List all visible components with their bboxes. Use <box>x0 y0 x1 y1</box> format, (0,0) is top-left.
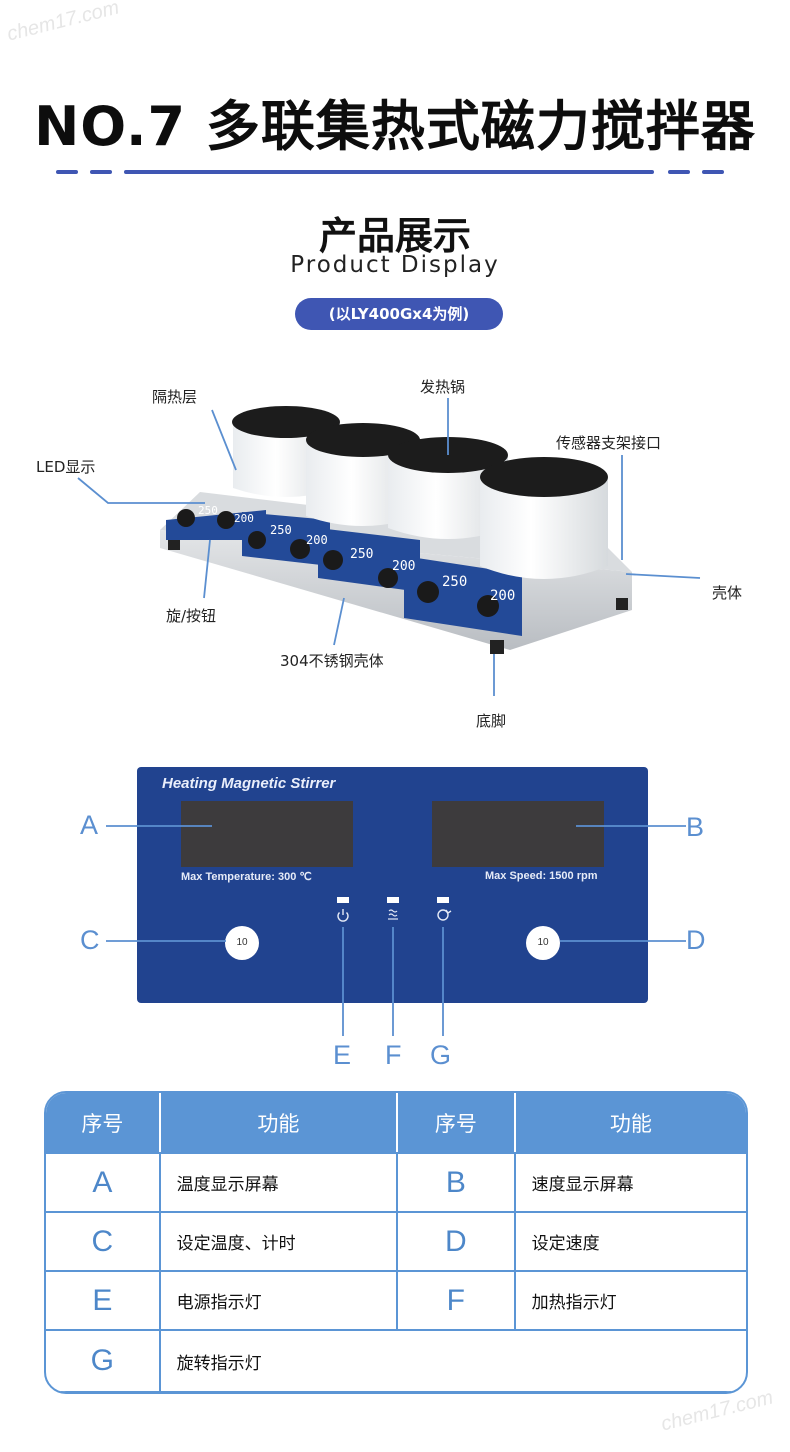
power-icon <box>337 909 349 922</box>
panel-title: Heating Magnetic Stirrer <box>162 775 336 792</box>
power-indicator-light <box>337 897 349 903</box>
product-knob <box>217 511 235 529</box>
table-key: C <box>46 1211 161 1272</box>
heat-icon <box>388 909 398 920</box>
temperature-knob-value[interactable]: 10 <box>236 937 248 948</box>
product-knob <box>417 581 439 603</box>
leader-led <box>77 477 205 504</box>
product-temp-readout: 250 <box>270 523 292 537</box>
page-title: NO.7 多联集热式磁力搅拌器 <box>34 95 756 158</box>
label-e: E <box>333 1040 352 1070</box>
label-a: A <box>80 810 99 840</box>
callout-foot: 底脚 <box>476 712 507 730</box>
pot-4 <box>480 457 608 579</box>
section-title: 产品展示 <box>318 214 471 258</box>
table-row: E 电源指示灯 F 加热指示灯 <box>46 1270 746 1331</box>
header-function: 功能 <box>513 1093 746 1154</box>
max-temperature-label: Max Temperature: 300 ℃ <box>181 871 312 883</box>
table-key: E <box>46 1270 161 1331</box>
table-key: G <box>46 1329 161 1392</box>
table-key: F <box>396 1270 516 1331</box>
title-rule-dash-left-1 <box>56 170 78 174</box>
label-d: D <box>686 925 706 955</box>
product-illustration: 250 200 250 200 250 200 250 200 <box>77 398 701 696</box>
product-speed-readout: 200 <box>392 559 415 574</box>
product-speed-readout: 200 <box>234 512 254 525</box>
max-speed-label: Max Speed: 1500 rpm <box>485 870 598 882</box>
table-header-row: 序号 功能 序号 功能 <box>46 1093 746 1154</box>
header-function: 功能 <box>158 1093 399 1154</box>
product-knob <box>323 550 343 570</box>
product-knob <box>290 539 310 559</box>
callout-insulation: 隔热层 <box>152 388 198 406</box>
leader-knob <box>203 539 211 599</box>
speed-knob <box>526 926 560 960</box>
callout-steel-housing: 304不锈钢壳体 <box>280 652 384 670</box>
label-f: F <box>385 1040 402 1070</box>
table-key: A <box>46 1152 161 1213</box>
table-function: 速度显示屏幕 <box>513 1152 746 1213</box>
table-function: 加热指示灯 <box>513 1270 746 1331</box>
callout-sensor-port: 传感器支架接口 <box>556 434 662 452</box>
table-function: 旋转指示灯 <box>158 1329 746 1392</box>
speed-display <box>432 801 604 867</box>
label-b: B <box>686 812 705 842</box>
function-table: 序号 功能 序号 功能 A 温度显示屏幕 B 速度显示屏幕 C 设定温度、计时 … <box>44 1091 748 1394</box>
title-rule-dash-right-1 <box>668 170 690 174</box>
product-knob <box>378 568 398 588</box>
product-speed-readout: 200 <box>490 588 515 604</box>
rotation-icon <box>437 909 452 921</box>
product-temp-readout: 250 <box>442 574 467 590</box>
table-function: 温度显示屏幕 <box>158 1152 399 1213</box>
table-row: C 设定温度、计时 D 设定速度 <box>46 1211 746 1272</box>
leader-housing <box>625 573 701 579</box>
leader-steel <box>333 597 345 646</box>
header-index: 序号 <box>46 1093 161 1154</box>
label-c: C <box>80 925 100 955</box>
rotation-indicator-light <box>437 897 449 903</box>
table-function: 设定速度 <box>513 1211 746 1272</box>
title-rule-dash-left-2 <box>90 170 112 174</box>
table-row: G 旋转指示灯 <box>46 1329 746 1392</box>
callout-heating-pot: 发热锅 <box>420 378 466 396</box>
callout-led-display: LED显示 <box>36 458 96 476</box>
foot-left <box>168 540 180 550</box>
product-temp-readout: 250 <box>198 504 218 517</box>
speed-knob-value[interactable]: 10 <box>537 937 549 948</box>
table-key: D <box>396 1211 516 1272</box>
temperature-knob <box>225 926 259 960</box>
foot-front <box>490 640 504 654</box>
product-knob <box>177 509 195 527</box>
product-knob <box>477 595 499 617</box>
product-knob <box>248 531 266 549</box>
table-function: 设定温度、计时 <box>158 1211 399 1272</box>
title-rule-main <box>124 170 654 174</box>
table-row: A 温度显示屏幕 B 速度显示屏幕 <box>46 1152 746 1213</box>
title-rule-dash-right-2 <box>702 170 724 174</box>
leader-insulation <box>211 409 237 471</box>
table-function: 电源指示灯 <box>158 1270 399 1331</box>
header-index: 序号 <box>396 1093 516 1154</box>
example-model-pill: (以LY400Gx4为例) <box>295 298 503 330</box>
callout-housing: 壳体 <box>712 584 743 602</box>
section-subtitle: Product Display <box>290 252 500 278</box>
temperature-display <box>181 801 353 867</box>
pot-3 <box>388 437 508 539</box>
table-key: B <box>396 1152 516 1213</box>
callout-knob: 旋/按钮 <box>166 607 217 625</box>
product-speed-readout: 200 <box>306 533 328 547</box>
heat-indicator-light <box>387 897 399 903</box>
product-temp-readout: 250 <box>350 547 373 562</box>
label-g: G <box>430 1040 452 1070</box>
foot-right <box>616 598 628 610</box>
